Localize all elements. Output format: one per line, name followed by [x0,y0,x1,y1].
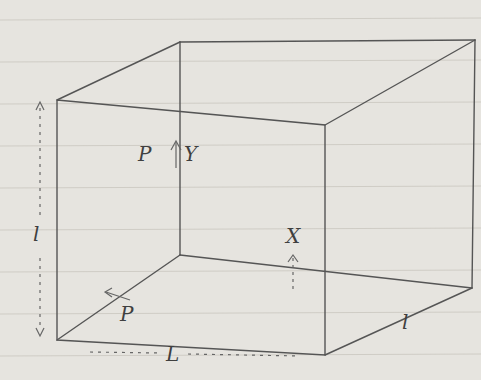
dimension-label: L [166,344,179,364]
dimension-label: l [402,312,408,332]
dimension-label: l [33,224,39,244]
paper-lines [0,18,481,356]
dimension-label: P [138,144,151,164]
dimension-marks [36,102,300,356]
dimension-label: X [286,226,300,246]
cube-edges [57,40,475,355]
dimension-label: P [120,304,133,324]
dimension-label: Y [184,144,197,164]
